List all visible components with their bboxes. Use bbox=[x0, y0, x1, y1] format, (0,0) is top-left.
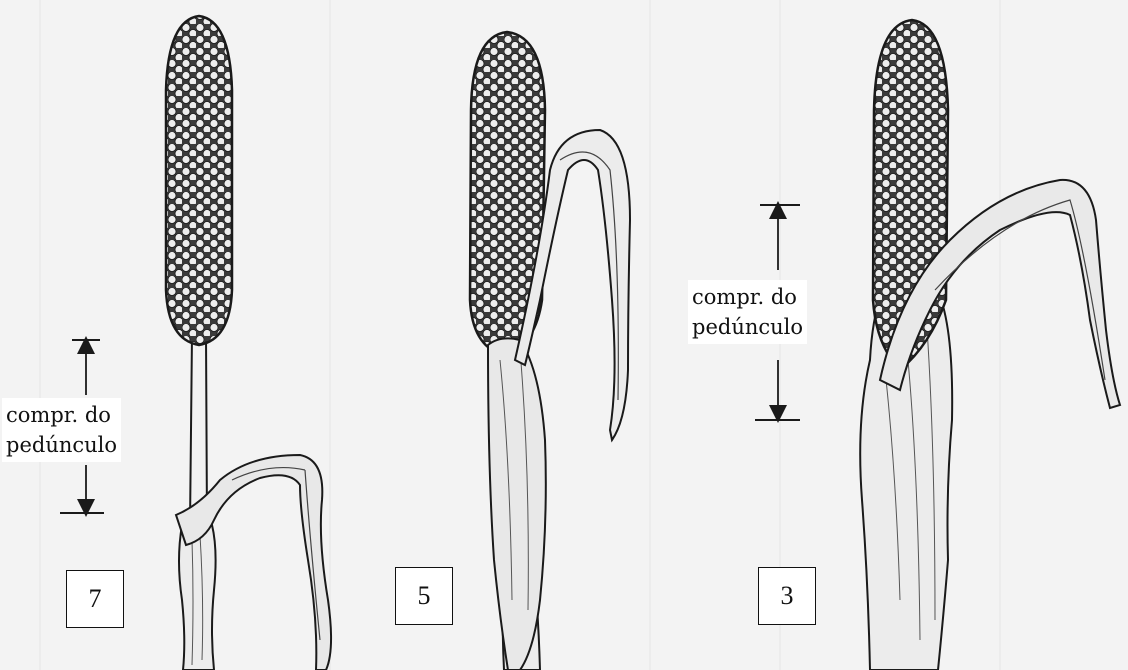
panel-3-score-box: 3 bbox=[758, 567, 816, 625]
panel-7-peduncle-label: compr. do pedúnculo bbox=[2, 398, 121, 462]
panel-5-plant bbox=[470, 32, 630, 670]
panel-3-peduncle-label-line1: compr. do bbox=[692, 282, 803, 312]
panel-5-score-box: 5 bbox=[395, 567, 453, 625]
panel-7-peduncle-label-line2: pedúnculo bbox=[6, 430, 117, 460]
panel-3-peduncle-label: compr. do pedúnculo bbox=[688, 280, 807, 344]
panel-3-peduncle-label-line2: pedúnculo bbox=[692, 312, 803, 342]
panel-5-score: 5 bbox=[418, 581, 431, 611]
panel-7-panicle bbox=[166, 16, 232, 345]
panel-5-sheath bbox=[488, 338, 546, 670]
panel-7-peduncle-label-line1: compr. do bbox=[6, 400, 117, 430]
panel-3-score: 3 bbox=[781, 581, 794, 611]
panel-7-score-box: 7 bbox=[66, 570, 124, 628]
panel-7-score: 7 bbox=[89, 584, 102, 614]
panel-7-stalk bbox=[179, 525, 216, 670]
